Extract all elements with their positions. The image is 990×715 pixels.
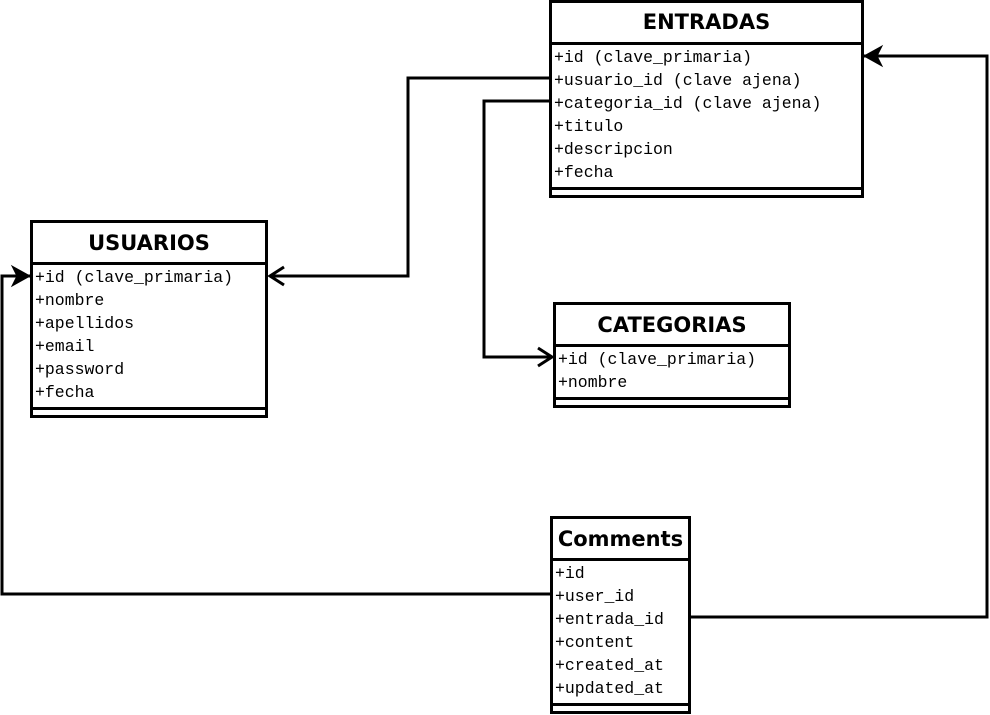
entity-title: USUARIOS bbox=[33, 223, 265, 265]
connector-comments-entradas bbox=[689, 44, 989, 619]
attribute: +updated_at bbox=[555, 679, 664, 698]
attribute-list: +id +user_id +entrada_id +content +creat… bbox=[553, 561, 688, 706]
entity-footer bbox=[552, 190, 861, 197]
attribute: +entrada_id bbox=[555, 610, 664, 629]
entity-title: CATEGORIAS bbox=[556, 305, 788, 347]
attribute: +usuario_id (clave ajena) bbox=[554, 71, 802, 90]
attribute: +descripcion bbox=[554, 140, 673, 159]
entity-title: ENTRADAS bbox=[552, 3, 861, 45]
arrowhead-icon bbox=[10, 264, 32, 288]
attribute: +password bbox=[35, 360, 125, 379]
attribute-list: +id (clave_primaria) +nombre +apellidos … bbox=[33, 265, 265, 410]
entity-footer bbox=[33, 410, 265, 417]
entity-comments[interactable]: Comments +id +user_id +entrada_id +conte… bbox=[550, 516, 691, 714]
attribute: +created_at bbox=[555, 656, 664, 675]
connector-entradas-categorias bbox=[482, 99, 555, 368]
attribute: +email bbox=[35, 337, 95, 356]
arrowhead-icon bbox=[862, 44, 884, 68]
attribute: +categoria_id (clave ajena) bbox=[554, 94, 822, 113]
arrowhead-icon bbox=[267, 265, 285, 287]
attribute: +nombre bbox=[558, 373, 628, 392]
attribute: +titulo bbox=[554, 117, 624, 136]
connector-entradas-usuarios bbox=[267, 76, 551, 287]
attribute: +fecha bbox=[35, 383, 95, 402]
attribute: +id bbox=[555, 564, 585, 583]
attribute: +fecha bbox=[554, 163, 614, 182]
attribute: +id (clave_primaria) bbox=[558, 350, 757, 369]
entity-entradas[interactable]: ENTRADAS +id (clave_primaria) +usuario_i… bbox=[549, 0, 864, 198]
attribute: +user_id bbox=[555, 587, 635, 606]
arrowhead-icon bbox=[537, 346, 555, 368]
attribute: +content bbox=[555, 633, 635, 652]
attribute: +nombre bbox=[35, 291, 105, 310]
entity-categorias[interactable]: CATEGORIAS +id (clave_primaria) +nombre bbox=[553, 302, 791, 408]
attribute: +apellidos bbox=[35, 314, 135, 333]
entity-footer bbox=[553, 706, 688, 713]
attribute-list: +id (clave_primaria) +nombre bbox=[556, 347, 788, 400]
entity-title: Comments bbox=[553, 519, 688, 561]
attribute: +id (clave_primaria) bbox=[35, 268, 234, 287]
attribute: +id (clave_primaria) bbox=[554, 48, 753, 67]
connector-comments-usuarios bbox=[0, 264, 552, 596]
attribute-list: +id (clave_primaria) +usuario_id (clave … bbox=[552, 45, 861, 190]
entity-usuarios[interactable]: USUARIOS +id (clave_primaria) +nombre +a… bbox=[30, 220, 268, 418]
entity-footer bbox=[556, 400, 788, 407]
